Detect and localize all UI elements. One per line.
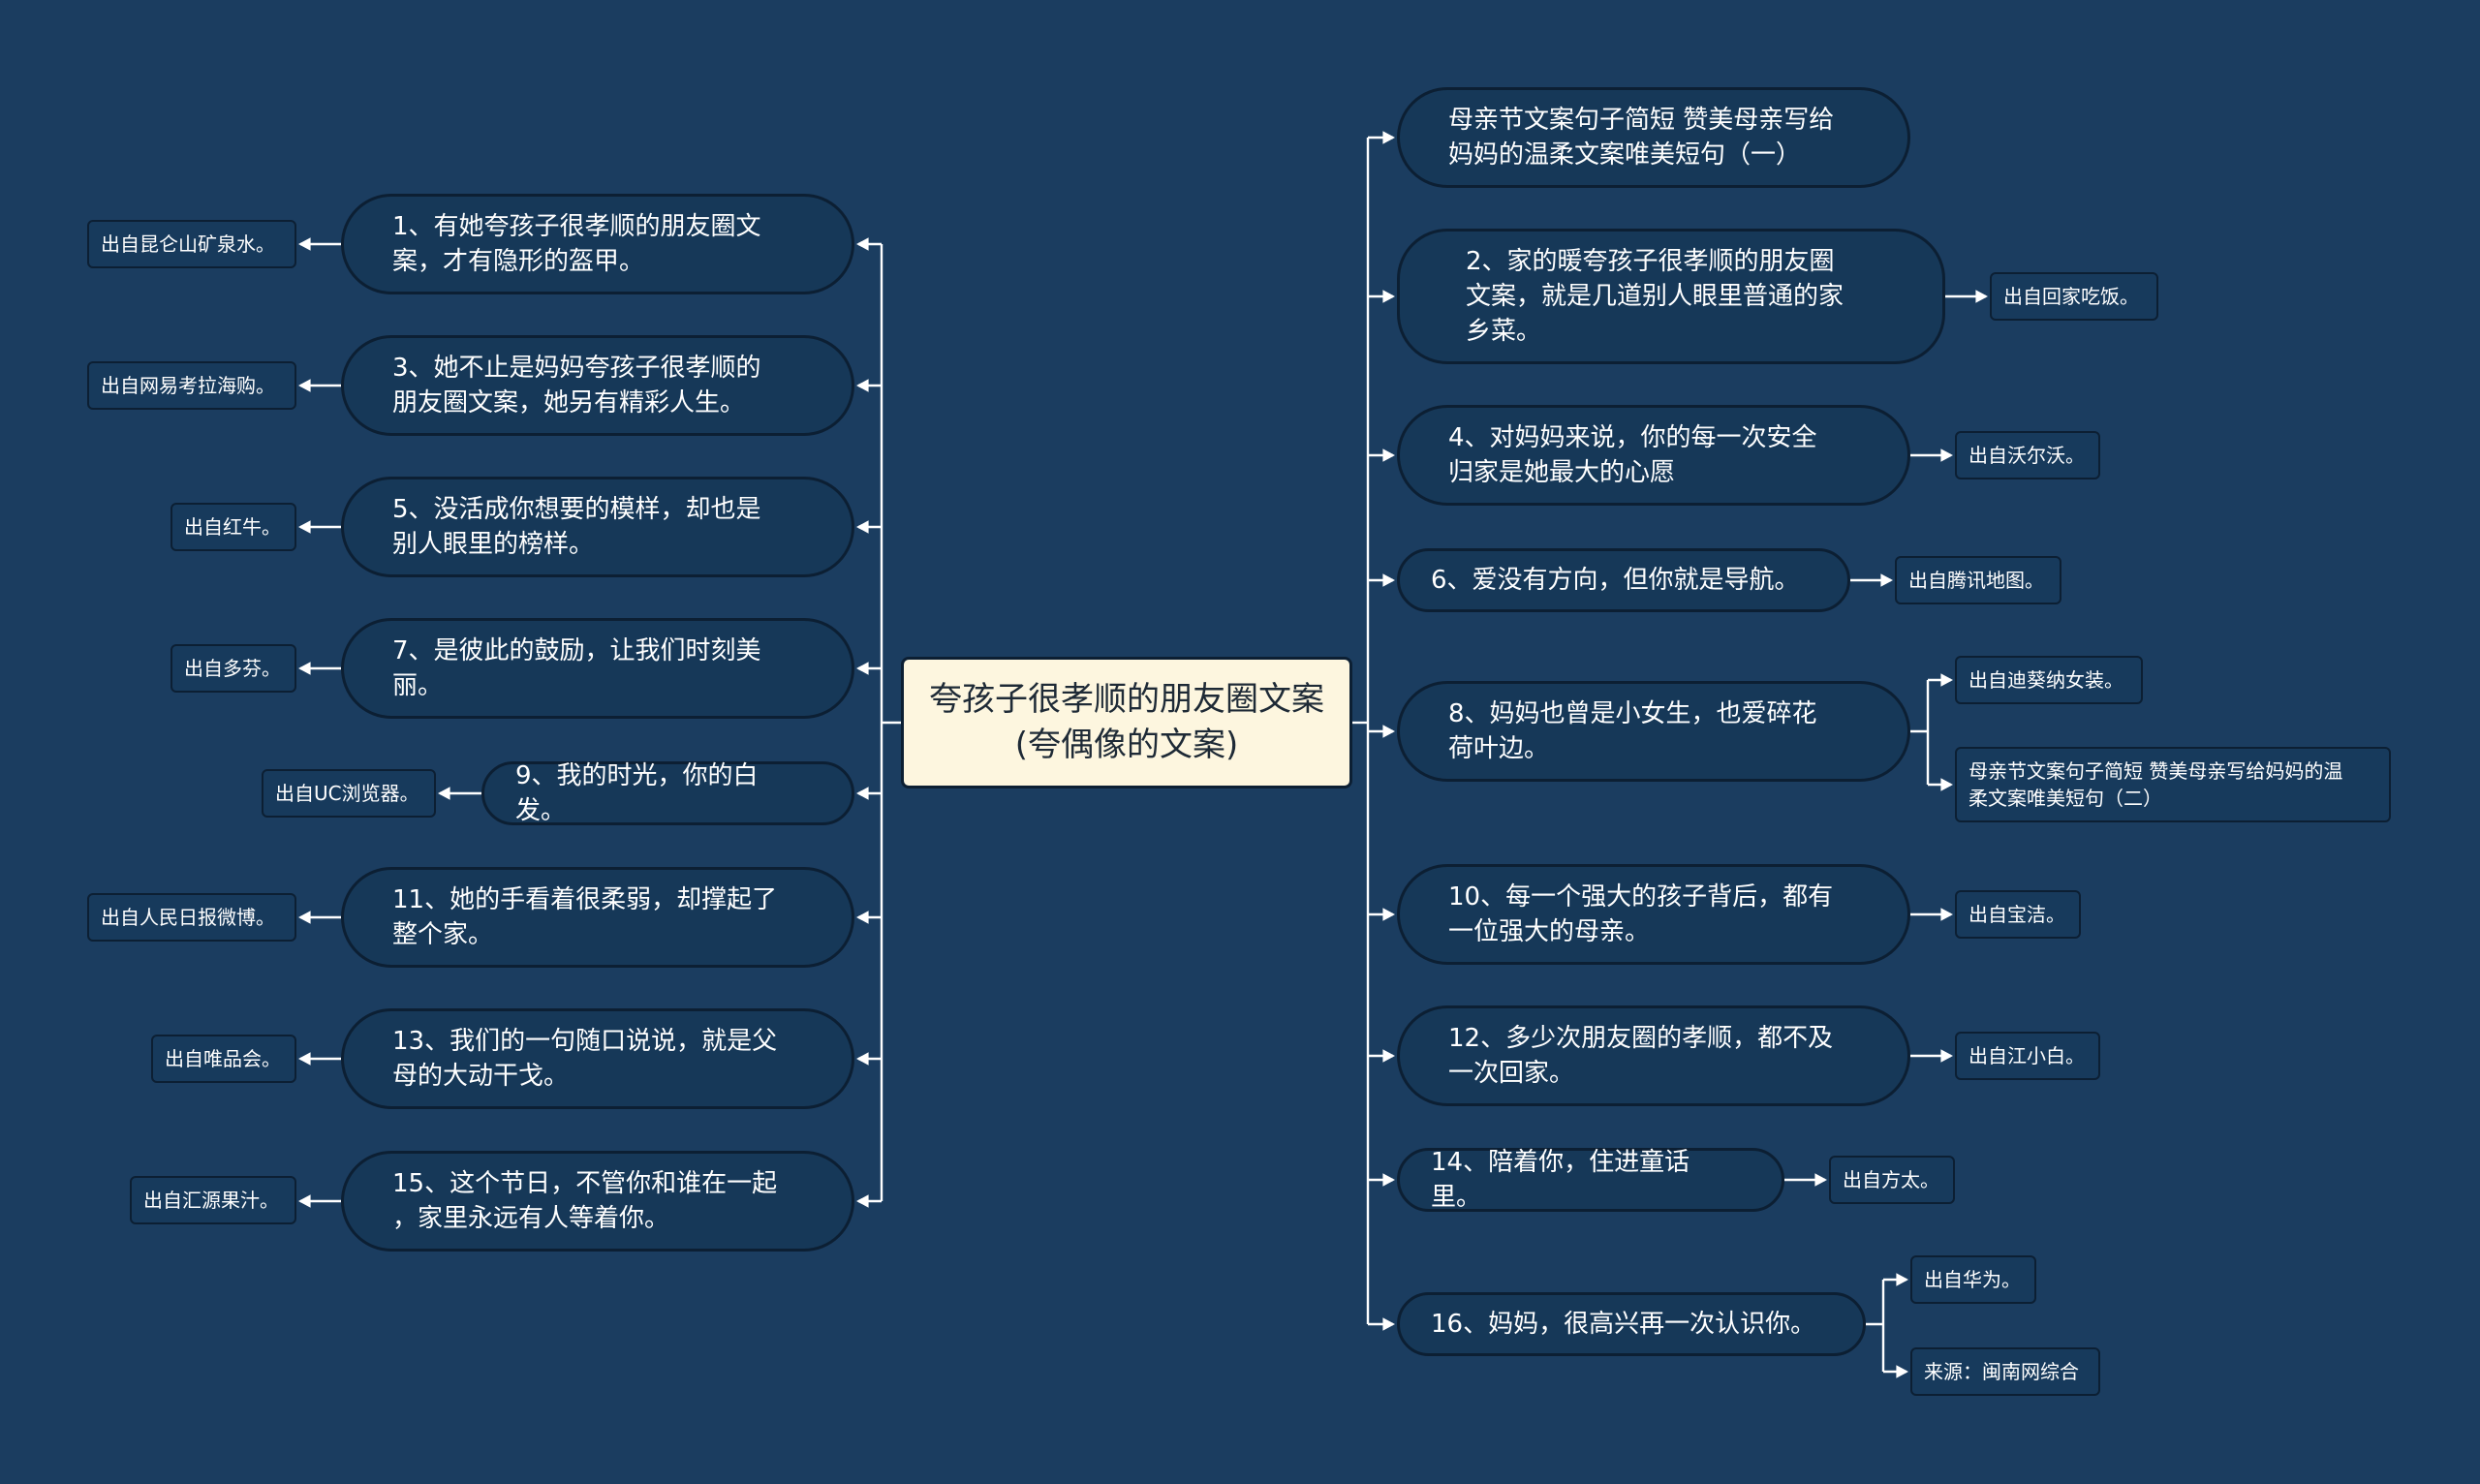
left-leaf-6[interactable]: 出自人民日报微博。 [87,893,296,942]
left-leaf-arrow-5 [438,787,450,800]
right-leaf-2[interactable]: 出自回家吃饭。 [1990,272,2158,321]
left-leaf-arrow-4 [298,662,311,675]
right-arrow-8 [1382,1173,1395,1187]
left-leaf-4[interactable]: 出自多芬。 [170,644,296,693]
right-leaf-arrow-3 [1880,573,1893,587]
root-topic[interactable]: 夸孩子很孝顺的朋友圈文案(夸偶像的文案) [901,657,1352,788]
right-branch-3[interactable]: 4、对妈妈来说，你的每一次安全 归家是她最大的心愿 [1397,405,1910,506]
right-leaf-arrow-4 [1940,908,1953,921]
left-leaf-arrow-6 [298,911,311,924]
left-leaf-1[interactable]: 出自昆仑山矿泉水。 [87,220,296,268]
right-branch-6[interactable]: 10、每一个强大的孩子背后，都有 一位强大的母亲。 [1397,864,1910,965]
right-branch-1[interactable]: 母亲节文案句子简短 赞美母亲写给 妈妈的温柔文案唯美短句（一） [1397,87,1910,188]
fork-8-bottom-arrow [1940,778,1953,791]
right-arrow-3 [1382,448,1395,462]
right-leaf-9b[interactable]: 来源：闽南网综合 [1910,1347,2100,1396]
left-branch-7[interactable]: 13、我们的一句随口说说，就是父 母的大动干戈。 [341,1008,854,1109]
right-leaf-5a[interactable]: 出自迪葵纳女装。 [1955,656,2143,704]
right-leaf-6[interactable]: 出自宝洁。 [1955,890,2081,939]
left-leaf-3[interactable]: 出自红牛。 [170,503,296,551]
right-branch-5[interactable]: 8、妈妈也曾是小女生，也爱碎花 荷叶边。 [1397,681,1910,782]
right-branch-4[interactable]: 6、爱没有方向，但你就是导航。 [1397,548,1850,612]
left-branch-1[interactable]: 1、有她夸孩子很孝顺的朋友圈文 案，才有隐形的盔甲。 [341,194,854,294]
left-leaf-arrow-8 [298,1194,311,1208]
right-leaf-arrow-6 [1814,1173,1827,1187]
right-leaf-8[interactable]: 出自方太。 [1829,1156,1955,1204]
right-leaf-arrow-1 [1975,290,1988,303]
left-leaf-5[interactable]: 出自UC浏览器。 [262,769,436,818]
left-leaf-7[interactable]: 出自唯品会。 [151,1035,296,1083]
right-arrow-6 [1382,908,1395,921]
right-branch-8[interactable]: 14、陪着你，住进童话里。 [1397,1148,1784,1212]
left-arrow-3 [856,520,869,534]
left-branch-2[interactable]: 3、她不止是妈妈夸孩子很孝顺的 朋友圈文案，她另有精彩人生。 [341,335,854,436]
right-branch-2[interactable]: 2、家的暖夸孩子很孝顺的朋友圈 文案，就是几道别人眼里普通的家 乡菜。 [1397,229,1945,364]
right-arrow-7 [1382,1049,1395,1063]
fork-8-top-arrow [1940,673,1953,687]
right-leaf-7[interactable]: 出自江小白。 [1955,1032,2100,1080]
right-leaf-arrow-5 [1940,1049,1953,1063]
fork-16-top-arrow [1896,1273,1908,1286]
right-leaf-3[interactable]: 出自沃尔沃。 [1955,431,2100,479]
left-leaf-arrow-7 [298,1052,311,1066]
left-branch-3[interactable]: 5、没活成你想要的模样，却也是 别人眼里的榜样。 [341,477,854,577]
right-arrow-2 [1382,290,1395,303]
right-arrow-9 [1382,1317,1395,1331]
left-arrow-6 [856,911,869,924]
right-leaf-arrow-2 [1940,448,1953,462]
left-arrow-5 [856,787,869,800]
right-arrow-1 [1382,131,1395,144]
left-leaf-8[interactable]: 出自汇源果汁。 [130,1176,296,1224]
right-branch-7[interactable]: 12、多少次朋友圈的孝顺，都不及 一次回家。 [1397,1005,1910,1106]
left-branch-5[interactable]: 9、我的时光，你的白发。 [481,761,854,825]
right-leaf-9a[interactable]: 出自华为。 [1910,1255,2036,1304]
left-arrow-8 [856,1194,869,1208]
left-branch-6[interactable]: 11、她的手看着很柔弱，却撑起了 整个家。 [341,867,854,968]
left-leaf-arrow-3 [298,520,311,534]
right-leaf-4[interactable]: 出自腾讯地图。 [1895,556,2062,604]
left-leaf-arrow-1 [298,237,311,251]
left-arrow-2 [856,379,869,392]
right-branch-9[interactable]: 16、妈妈，很高兴再一次认识你。 [1397,1292,1866,1356]
fork-16-bottom-arrow [1896,1365,1908,1378]
left-arrow-4 [856,662,869,675]
left-arrow-7 [856,1052,869,1066]
right-arrow-5 [1382,725,1395,738]
right-leaf-5b[interactable]: 母亲节文案句子简短 赞美母亲写给妈妈的温 柔文案唯美短句（二） [1955,747,2391,822]
left-arrow-1 [856,237,869,251]
left-leaf-2[interactable]: 出自网易考拉海购。 [87,361,296,410]
left-branch-8[interactable]: 15、这个节日，不管你和谁在一起 ，家里永远有人等着你。 [341,1151,854,1252]
left-leaf-arrow-2 [298,379,311,392]
left-branch-4[interactable]: 7、是彼此的鼓励，让我们时刻美 丽。 [341,618,854,719]
right-arrow-4 [1382,573,1395,587]
